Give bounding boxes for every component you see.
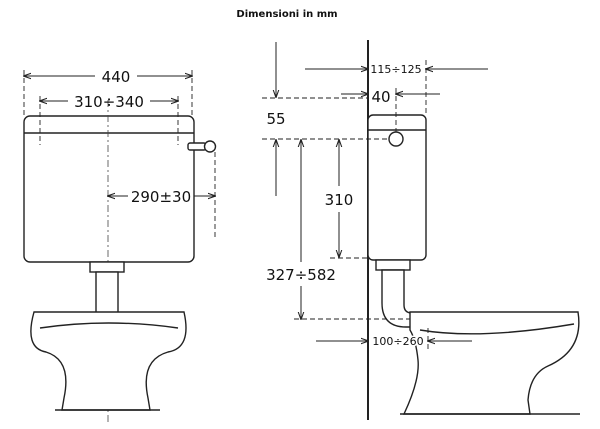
dim-pan-offset: 100÷260 [316, 328, 472, 350]
dim-pan-offset-label: 100÷260 [372, 335, 423, 348]
side-toilet-pan [400, 311, 580, 415]
dim-cover-width: 310÷340 [40, 93, 178, 145]
dim-depth-top: 115÷125 [305, 60, 488, 115]
dim-lid-gap-label: 55 [266, 110, 285, 128]
side-cistern [367, 114, 427, 261]
side-flush-pipe [375, 259, 415, 328]
front-view: 440 310÷340 290±30 [23, 68, 217, 422]
diagram-title: Dimensioni in mm [236, 9, 337, 20]
dim-depth-mid: 40 [341, 88, 440, 132]
dim-lever-offset-label: 290±30 [131, 188, 191, 206]
dim-outlet-height: 327÷582 [266, 140, 410, 319]
dim-cover-width-label: 310÷340 [74, 93, 144, 111]
dim-depth-mid-label: 40 [371, 88, 390, 106]
dim-lid-gap: 55 [262, 42, 390, 196]
dim-tank-width-label: 440 [102, 68, 131, 86]
dim-tank-height-label: 310 [325, 191, 354, 209]
dim-depth-top-label: 115÷125 [370, 63, 421, 76]
front-toilet-pan [30, 311, 187, 411]
flush-lever [187, 140, 217, 153]
dim-tank-height: 310 [325, 140, 368, 259]
front-cistern [23, 100, 195, 422]
side-view: 115÷125 40 55 310 327÷582 [262, 40, 580, 420]
dim-lever-offset: 290±30 [108, 152, 215, 240]
front-flush-pipe [89, 261, 125, 317]
dim-tank-width: 440 [24, 68, 192, 116]
dim-outlet-height-label: 327÷582 [266, 266, 336, 284]
